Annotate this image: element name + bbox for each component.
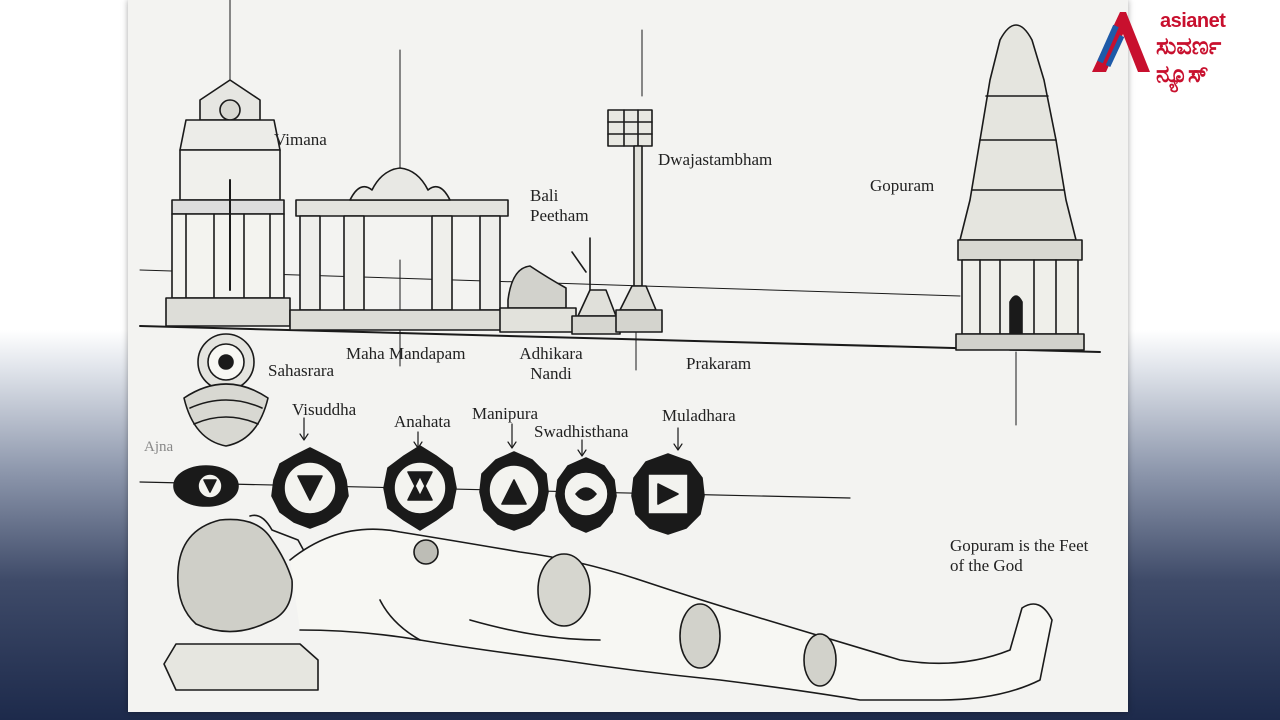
swadhisthana-chakra-icon — [555, 457, 617, 533]
caption-gopuram-feet: Gopuram is the Feet of the God — [950, 536, 1089, 575]
label-adhikara-nandi: Adhikara Nandi — [519, 344, 583, 383]
label-maha-mandapam: Maha Mandapam — [346, 344, 466, 363]
reclining-deity-figure — [163, 514, 1053, 701]
logo-sub-text: ಸುವರ್ಣ ನ್ಯೂಸ್ — [1156, 32, 1222, 88]
label-swadhisthana: Swadhisthana — [534, 422, 629, 441]
dwajastambham — [607, 109, 663, 333]
anahata-chakra-icon — [383, 445, 457, 531]
asianet-a-logo-icon — [1092, 12, 1150, 72]
diagram-plate: Vimana Dwajastambham Bali Peetham Gopura… — [128, 0, 1128, 712]
manipura-chakra-icon — [479, 451, 549, 531]
label-arrows — [299, 417, 683, 457]
label-prakaram: Prakaram — [686, 354, 752, 373]
label-sahasrara: Sahasrara — [268, 361, 335, 380]
maha-mandapam — [289, 167, 517, 331]
sahasrara-lotus-icon — [183, 333, 269, 447]
bali-peetham — [571, 237, 621, 335]
label-vimana: Vimana — [274, 130, 327, 149]
label-anahata: Anahata — [394, 412, 451, 431]
muladhara-chakra-icon — [631, 453, 705, 535]
asianet-suvarna-news-logo: asianet ಸುವರ್ಣ ನ್ಯೂಸ್ — [1086, 6, 1256, 88]
gopuram-tower — [955, 24, 1085, 351]
label-gopuram: Gopuram — [870, 176, 935, 195]
temple-body-diagram — [139, 0, 1101, 701]
label-ajna: Ajna — [144, 439, 174, 455]
ajna-chakra-icon — [173, 465, 239, 507]
label-dwajastambham: Dwajastambham — [658, 150, 773, 169]
label-manipura: Manipura — [472, 404, 539, 423]
visuddha-chakra-icon — [271, 447, 349, 529]
label-visuddha: Visuddha — [292, 400, 357, 419]
adhikara-nandi — [499, 265, 577, 333]
label-bali-peetham: Bali Peetham — [530, 186, 589, 225]
label-muladhara: Muladhara — [662, 406, 736, 425]
logo-brand-text: asianet — [1160, 10, 1226, 32]
vimana-shrine — [165, 79, 291, 327]
